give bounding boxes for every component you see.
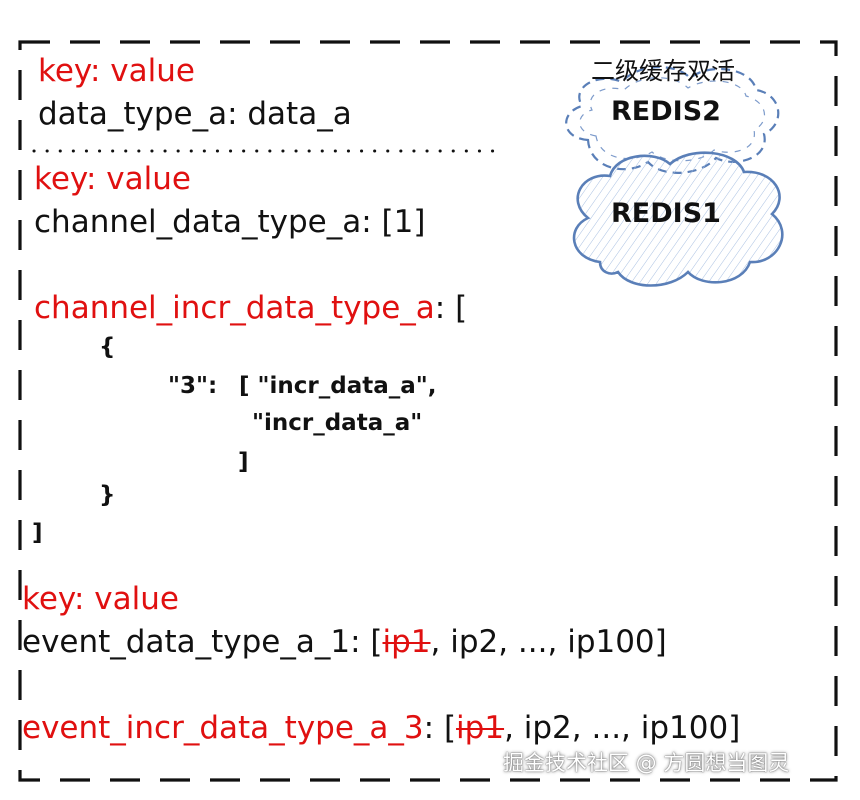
redis1-label: REDIS1: [611, 198, 721, 229]
block2-line: channel_data_type_a: [1]: [34, 204, 426, 240]
block3-line2-prefix: : [: [423, 710, 457, 746]
block2-entry-close: ]: [238, 449, 249, 475]
block3-line2: event_incr_data_type_a_3: [ip1, ip2, ...…: [22, 713, 740, 744]
block3-line2-rest: , ip2, ..., ip100]: [504, 710, 741, 746]
redis2-cloud-inner: [579, 77, 765, 162]
block2-incr-suffix: : [: [434, 290, 468, 326]
block2-close-bracket: ]: [32, 520, 43, 546]
block2-incr-line: channel_incr_data_type_a: [: [34, 293, 467, 324]
block2-entry-item2: "incr_data_a": [252, 410, 423, 436]
redis1-cloud-shape: [572, 151, 784, 287]
block1-key-label: key: value: [38, 53, 195, 89]
block3-line2-struck: ip1: [456, 710, 505, 746]
block3-line2-key: event_incr_data_type_a_3: [22, 710, 424, 746]
block2-entry-open: [ "incr_data_a",: [239, 373, 437, 399]
block1-line: data_type_a: data_a: [38, 96, 352, 132]
block3-line1: event_data_type_a_1: [ip1, ip2, ..., ip1…: [22, 627, 667, 658]
block3-key-label: key: value: [22, 581, 179, 617]
block2-entry-key: "3":: [168, 373, 218, 399]
block3-line1-rest: , ip2, ..., ip100]: [430, 624, 667, 660]
redis2-label: REDIS2: [611, 96, 721, 127]
block3-line1-prefix: event_data_type_a_1: [: [22, 624, 383, 660]
block2-close-brace: }: [99, 482, 116, 508]
block3-line1-struck: ip1: [382, 624, 431, 660]
block2-open-brace: {: [99, 334, 116, 360]
watermark: 掘金技术社区 @ 方圆想当图灵: [503, 751, 790, 775]
dashed-frame: [18, 40, 838, 782]
cache-panel-title: 二级缓存双活: [591, 57, 735, 85]
block2-key-label: key: value: [34, 161, 191, 197]
block2-incr-key: channel_incr_data_type_a: [34, 290, 435, 326]
